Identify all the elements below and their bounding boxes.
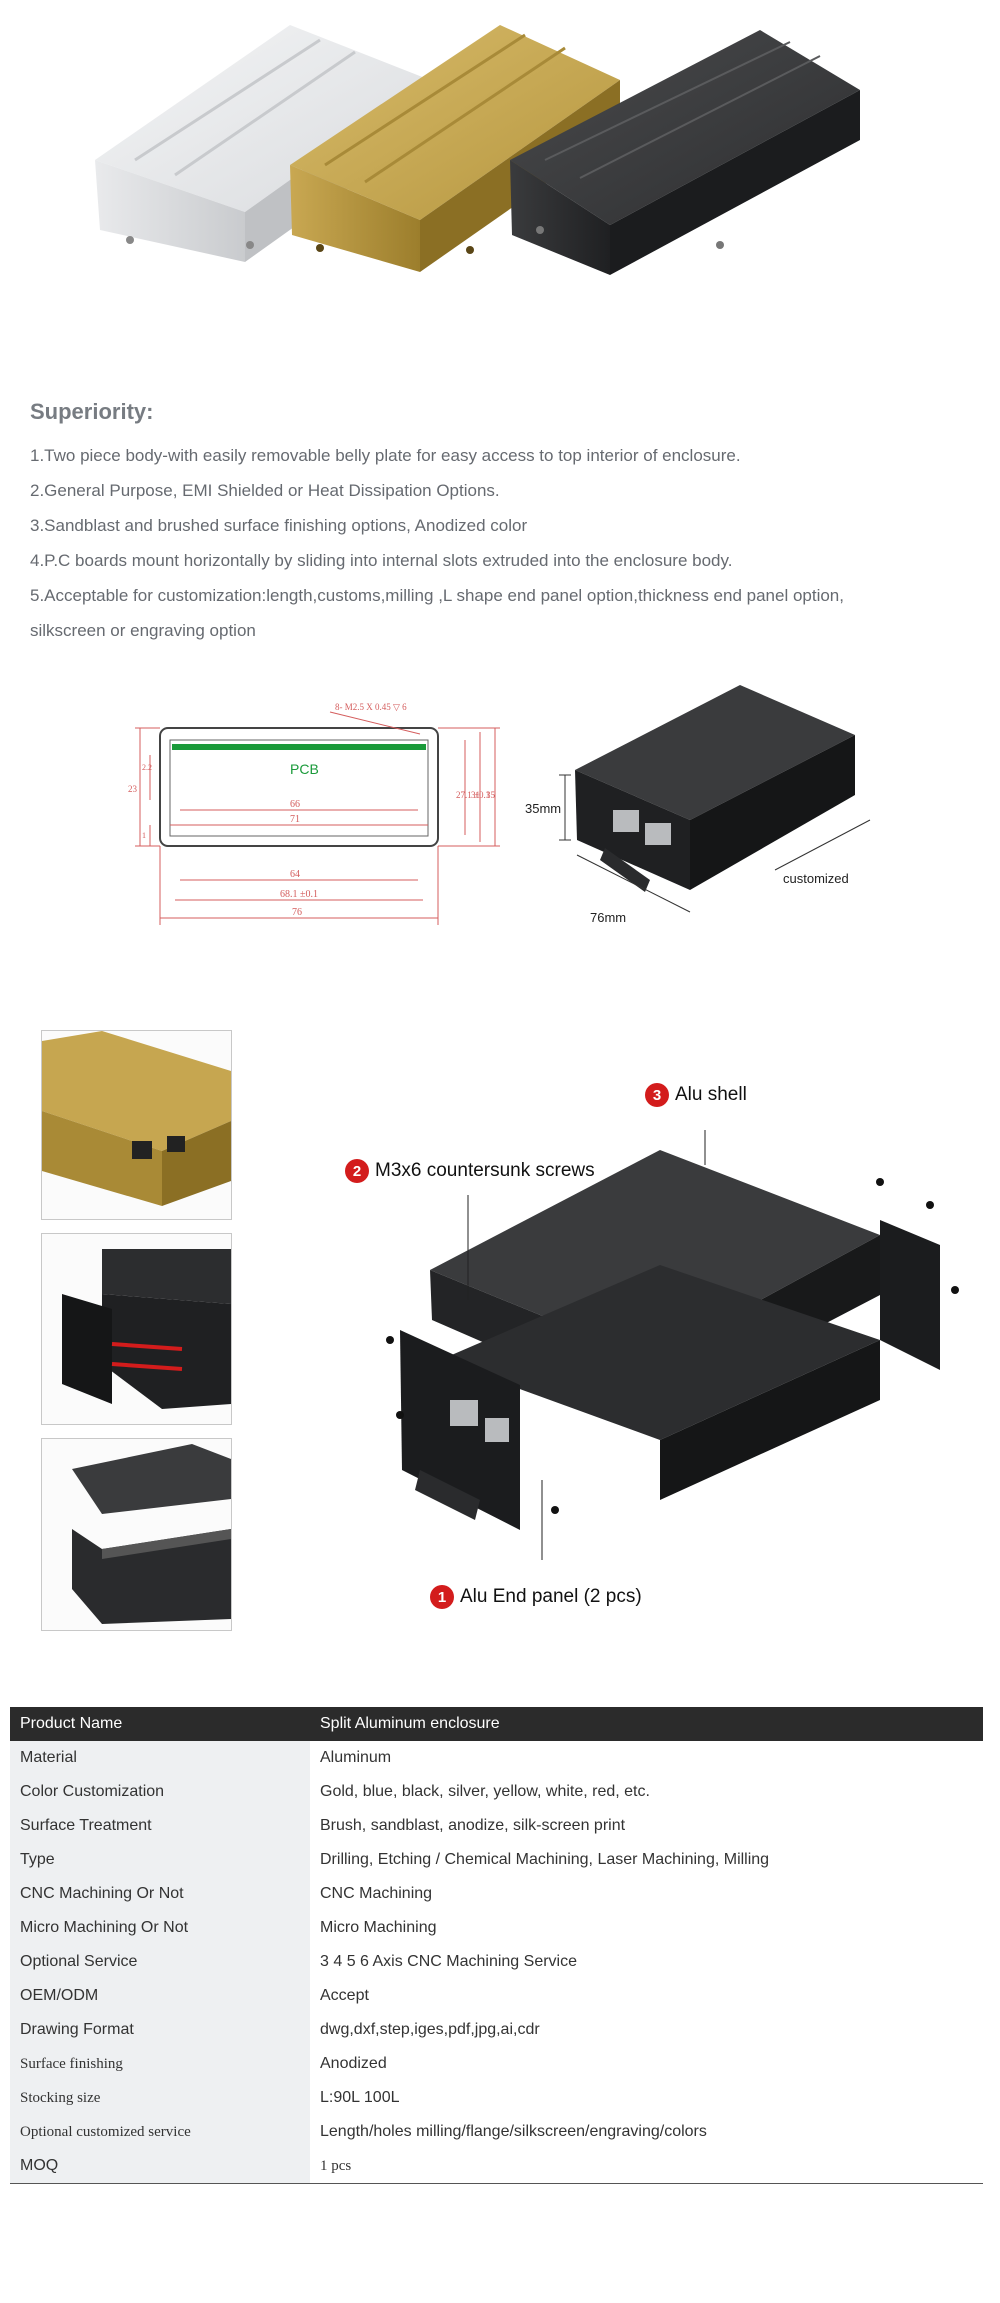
spec-key: Micro Machining Or Not	[10, 1911, 310, 1945]
drawing-top-label: 8- M2.5 X 0.45 ▽ 6	[335, 702, 407, 712]
cross-section-drawing: 8- M2.5 X 0.45 ▽ 6 PCB 66 71 64 68.1 ±0.…	[128, 702, 500, 925]
spec-row: Optional customized service Length/holes …	[10, 2115, 983, 2149]
mounting-flange	[600, 848, 650, 892]
spec-row: Optional Service 3 4 5 6 Axis CNC Machini…	[10, 1945, 983, 1979]
dim-71: 71	[290, 814, 300, 825]
spec-value: 3 4 5 6 Axis CNC Machining Service	[320, 1953, 577, 1970]
pcb-label: PCB	[290, 761, 319, 777]
thumbnail-split-shell	[41, 1438, 232, 1631]
spec-row: CNC Machining Or Not CNC Machining	[10, 1877, 983, 1911]
photo-width-label: 76mm	[590, 910, 626, 925]
superiority-item: 2.General Purpose, EMI Shielded or Heat …	[30, 481, 500, 500]
black-enclosure	[510, 30, 860, 275]
exploded-view-image	[386, 1130, 959, 1560]
rj45-port	[645, 823, 671, 845]
spec-value: Accept	[320, 1987, 369, 2004]
spec-row: Type Drilling, Etching / Chemical Machini…	[10, 1843, 983, 1877]
dim-2-2: 2.2	[142, 763, 152, 772]
photo-custom-label: customized	[783, 871, 849, 886]
spec-row: Material Aluminum	[10, 1741, 983, 1775]
spec-key: Color Customization	[10, 1775, 310, 1809]
spec-key: Type	[10, 1843, 310, 1877]
alu-shell-bottom	[440, 1265, 880, 1440]
spec-key: Material	[10, 1741, 310, 1775]
alu-end-panel-rear	[880, 1220, 940, 1370]
thumbnail-assembly	[41, 1233, 232, 1425]
callout-number: 3	[645, 1083, 669, 1107]
spec-value: Aluminum	[320, 1749, 392, 1766]
spec-key: CNC Machining Or Not	[10, 1877, 310, 1911]
spec-value: Anodized	[320, 2055, 387, 2072]
rj45-port	[613, 810, 639, 832]
dim-23: 23	[128, 784, 138, 794]
spec-value: Gold, blue, black, silver, yellow, white…	[320, 1783, 650, 1800]
callout-label: Alu End panel (2 pcs)	[460, 1586, 642, 1607]
dim-76: 76	[292, 907, 302, 918]
pcb-board	[172, 744, 426, 750]
spec-value: L:90L 100L	[320, 2089, 400, 2106]
callout-screws: 2 M3x6 countersunk screws	[345, 1159, 595, 1183]
superiority-item: silkscreen or engraving option	[30, 621, 256, 640]
spec-row: Stocking size L:90L 100L	[10, 2081, 983, 2115]
dim-66: 66	[290, 799, 300, 810]
dim-31: 31	[471, 790, 480, 800]
spec-row: Surface Treatment Brush, sandblast, anodi…	[10, 1809, 983, 1843]
superiority-item: 3.Sandblast and brushed surface finishin…	[30, 516, 528, 535]
superiority-title: Superiority:	[30, 399, 154, 424]
hero-enclosures-image	[95, 25, 860, 275]
callout-label: Alu shell	[675, 1084, 747, 1105]
spec-key: Surface Treatment	[10, 1809, 310, 1843]
dim-35: 35	[486, 790, 496, 800]
enclosure-photo-dimensions: 35mm 76mm customized	[525, 685, 871, 925]
callout-label: M3x6 countersunk screws	[375, 1160, 595, 1181]
spec-key: Optional customized service	[10, 2115, 310, 2149]
spec-header-key: Product Name	[10, 1707, 310, 1741]
callout-number: 1	[430, 1585, 454, 1609]
spec-key: Stocking size	[10, 2081, 310, 2115]
spec-header-value: Split Aluminum enclosure	[310, 1707, 983, 1741]
superiority-item: 5.Acceptable for customization:length,cu…	[30, 586, 844, 605]
spec-key: MOQ	[10, 2149, 310, 2184]
callout-alu-shell: 3 Alu shell	[645, 1083, 747, 1107]
photo-height-label: 35mm	[525, 801, 561, 816]
spec-row: Drawing Format dwg,dxf,step,iges,pdf,jpg,…	[10, 2013, 983, 2047]
spec-key: Drawing Format	[10, 2013, 310, 2047]
spec-row: Surface finishing Anodized	[10, 2047, 983, 2081]
spec-header-row: Product Name Split Aluminum enclosure	[10, 1707, 983, 1741]
spec-row: Micro Machining Or Not Micro Machining	[10, 1911, 983, 1945]
callout-number: 2	[345, 1159, 369, 1183]
spec-key: Optional Service	[10, 1945, 310, 1979]
spec-value: CNC Machining	[320, 1885, 433, 1902]
superiority-item: 1.Two piece body-with easily removable b…	[30, 446, 741, 465]
spec-row: OEM/ODM Accept	[10, 1979, 983, 2013]
dim-68: 68.1 ±0.1	[280, 889, 318, 900]
dim-1: 1	[142, 831, 146, 840]
superiority-list: 1.Two piece body-with easily removable b…	[30, 438, 970, 648]
spec-value: Length/holes milling/flange/silkscreen/e…	[320, 2123, 707, 2140]
spec-value: Brush, sandblast, anodize, silk-screen p…	[320, 1817, 626, 1834]
spec-value: 1 pcs	[310, 2149, 983, 2184]
spec-table: Product Name Split Aluminum enclosure Ma…	[10, 1707, 983, 2184]
spec-value: dwg,dxf,step,iges,pdf,jpg,ai,cdr	[320, 2021, 540, 2038]
spec-value: Drilling, Etching / Chemical Machining, …	[320, 1851, 770, 1868]
spec-key: OEM/ODM	[10, 1979, 310, 2013]
callout-end-panel: 1 Alu End panel (2 pcs)	[430, 1585, 642, 1609]
gold-enclosure	[290, 25, 620, 272]
spec-value: Micro Machining	[320, 1919, 437, 1936]
dim-64: 64	[290, 869, 300, 880]
superiority-item: 4.P.C boards mount horizontally by slidi…	[30, 551, 733, 570]
thumbnail-gold-enclosure	[41, 1030, 232, 1220]
dim-27: 27.1 ±0.1	[456, 790, 490, 800]
alu-shell-top	[430, 1150, 880, 1360]
spec-key: Surface finishing	[10, 2047, 310, 2081]
spec-row: Color Customization Gold, blue, black, si…	[10, 1775, 983, 1809]
